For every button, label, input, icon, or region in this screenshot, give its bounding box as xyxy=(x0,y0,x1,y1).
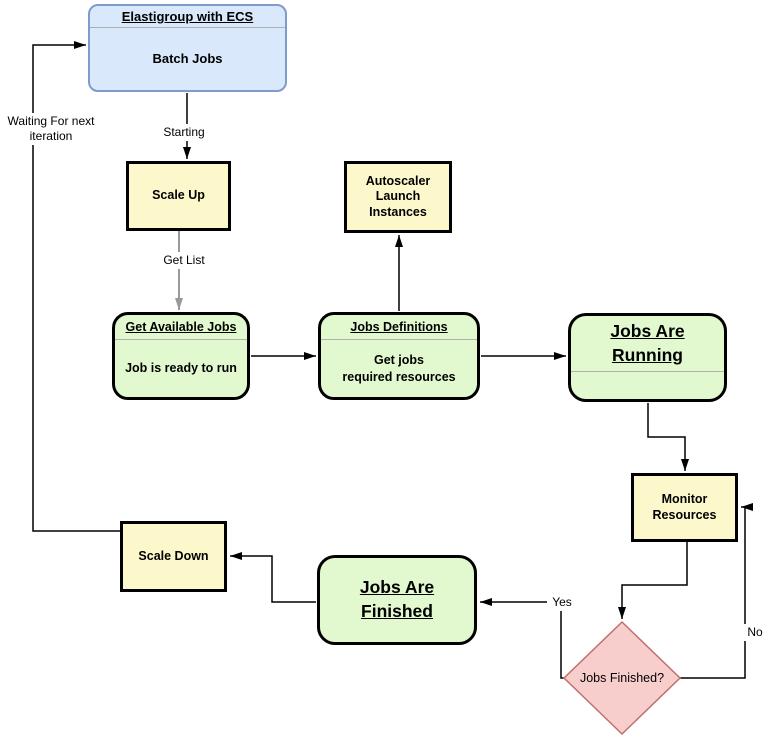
node-monitor-resources: Monitor Resources xyxy=(631,473,738,542)
node-jobs-are-running-body xyxy=(571,372,724,399)
node-jobs-are-running: Jobs Are Running xyxy=(568,313,727,402)
edge-scale-down-to-elastigroup xyxy=(32,41,120,532)
node-jobs-definitions-body: Get jobs required resources xyxy=(321,340,477,397)
node-scale-up: Scale Up xyxy=(126,161,231,231)
node-jobs-definitions-title: Jobs Definitions xyxy=(321,315,477,340)
edge-label-yes: Yes xyxy=(547,594,577,611)
node-get-available-jobs-body: Job is ready to run xyxy=(125,361,237,376)
node-jobs-definitions-body-line1: Get jobs xyxy=(373,353,424,368)
node-jobs-are-finished-title: Jobs Are Finished xyxy=(320,558,474,642)
node-scale-up-label: Scale Up xyxy=(152,188,205,203)
edge-label-waiting: Waiting For next iteration xyxy=(2,113,100,145)
node-monitor-resources-label: Monitor Resources xyxy=(652,491,717,522)
node-jobs-are-running-line1: Jobs Are xyxy=(610,320,685,341)
node-elastigroup-title: Elastigroup with ECS xyxy=(90,6,285,28)
node-jobs-definitions-body-line2: required resources xyxy=(342,369,456,384)
edge-label-starting: Starting xyxy=(158,124,210,141)
node-scale-down: Scale Down xyxy=(120,521,227,592)
decision-diamond-shape xyxy=(562,620,682,736)
node-jobs-are-finished-line1: Jobs Are xyxy=(359,577,435,598)
node-elastigroup-with-ecs: Elastigroup with ECS Batch Jobs xyxy=(88,4,287,92)
node-jobs-are-finished: Jobs Are Finished xyxy=(317,555,477,645)
edge-jobs-finished-to-scale-down xyxy=(230,552,316,603)
node-jobs-definitions: Jobs Definitions Get jobs required resou… xyxy=(318,312,480,400)
edge-label-get-list: Get List xyxy=(158,252,210,269)
edge-monitor-to-decision xyxy=(618,542,688,619)
node-scale-down-label: Scale Down xyxy=(138,548,209,563)
node-elastigroup-body: Batch Jobs xyxy=(152,50,223,66)
edge-jobs-running-to-monitor xyxy=(647,403,689,471)
node-jobs-are-finished-line2: Finished xyxy=(361,601,433,621)
edge-label-no: No xyxy=(744,624,766,641)
node-get-available-jobs-title: Get Available Jobs xyxy=(115,315,247,340)
node-autoscaler-label: Autoscaler Launch Instances xyxy=(365,173,431,219)
edge-decision-no-to-monitor xyxy=(680,503,753,679)
edge-decision-yes-to-jobs-finished xyxy=(480,598,564,679)
decision-jobs-finished-label: Jobs Finished? xyxy=(579,671,665,685)
node-get-available-jobs: Get Available Jobs Job is ready to run xyxy=(112,312,250,400)
node-jobs-are-running-line2: Running xyxy=(612,344,683,365)
node-jobs-are-running-title: Jobs Are Running xyxy=(571,316,724,372)
node-autoscaler-launch-instances: Autoscaler Launch Instances xyxy=(344,161,452,233)
